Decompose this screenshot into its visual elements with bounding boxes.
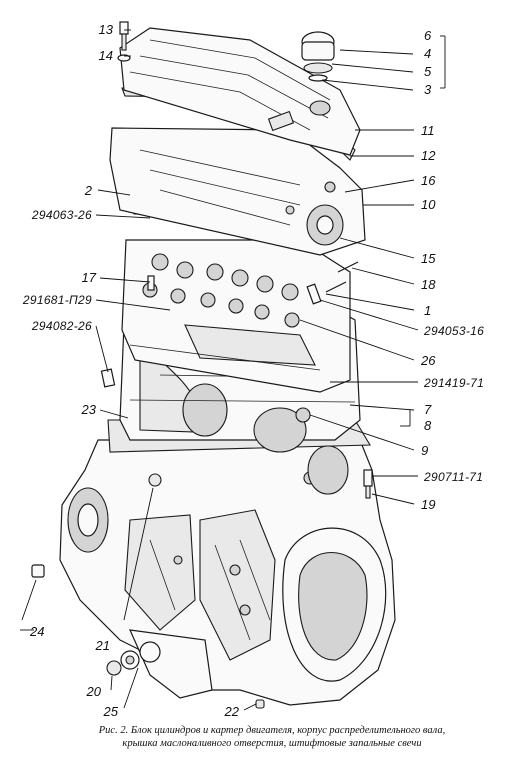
callout-2: 2 <box>84 183 93 198</box>
cylinder-head <box>121 239 351 393</box>
callout-24: 24 <box>29 624 44 639</box>
leader-lines <box>20 29 446 711</box>
callout-20: 20 <box>86 684 102 699</box>
callout-16: 16 <box>421 173 436 188</box>
callout-291681-p29: 291681-П29 <box>22 293 92 307</box>
callout-4: 4 <box>424 46 431 61</box>
crankcase <box>59 439 396 706</box>
callout-294063-26: 294063-26 <box>31 208 92 222</box>
callout-7: 7 <box>424 402 432 417</box>
callout-11: 11 <box>421 123 435 138</box>
callout-14: 14 <box>99 48 113 63</box>
caption-line-2: крышка маслоналивного отверстия, штифтов… <box>122 738 422 749</box>
caption-line-1: Рис. 2. Блок цилиндров и картер двигател… <box>98 725 446 736</box>
callout-8: 8 <box>424 418 432 433</box>
valve-openings <box>142 253 300 328</box>
callout-25: 25 <box>103 704 119 719</box>
flange-bolts <box>363 469 373 499</box>
plug-24 <box>31 564 45 578</box>
callout-21: 21 <box>95 638 110 653</box>
callout-3: 3 <box>424 82 432 97</box>
cover-screw <box>117 21 131 62</box>
callout-labels: 13 14 6 4 5 3 11 12 16 10 15 18 1 294053… <box>22 22 484 719</box>
callout-22: 22 <box>224 704 240 719</box>
callout-1: 1 <box>424 303 431 318</box>
figure-caption: Рис. 2. Блок цилиндров и картер двигател… <box>62 724 482 750</box>
callout-5: 5 <box>424 64 432 79</box>
callout-18: 18 <box>421 277 436 292</box>
callout-291419-71: 291419-71 <box>423 376 484 390</box>
callout-10: 10 <box>421 197 436 212</box>
callout-294082-26: 294082-26 <box>31 319 92 333</box>
camshaft-housing <box>109 127 366 256</box>
oil-filler-cap <box>301 31 335 82</box>
callout-6: 6 <box>424 28 432 43</box>
drain-plug <box>106 641 161 676</box>
callout-15: 15 <box>421 251 436 266</box>
callout-17: 17 <box>82 270 97 285</box>
callout-9: 9 <box>421 443 428 458</box>
callout-294053-16: 294053-16 <box>423 324 484 338</box>
callout-12: 12 <box>421 148 436 163</box>
plug-22 <box>255 699 265 709</box>
callout-290711-71: 290711-71 <box>423 470 483 484</box>
callout-13: 13 <box>99 22 114 37</box>
callout-19: 19 <box>421 497 435 512</box>
studs <box>306 261 359 305</box>
dowel-pins <box>100 275 155 388</box>
callout-26: 26 <box>420 353 436 368</box>
callout-23: 23 <box>81 402 97 417</box>
bolt-21 <box>148 473 162 487</box>
